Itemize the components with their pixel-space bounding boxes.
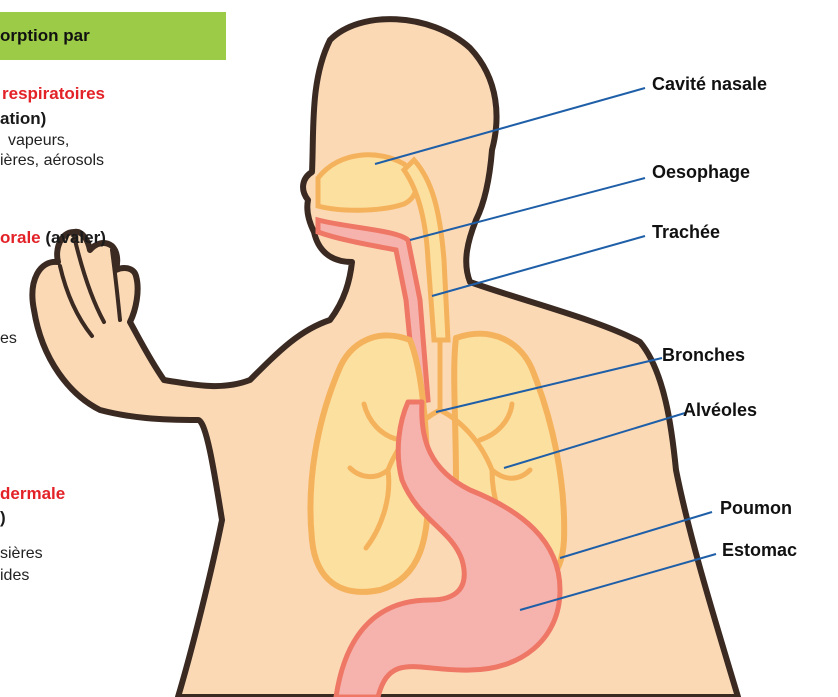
route-oral-title: orale (avaler) — [0, 228, 106, 248]
route-respiratory-title: respiratoires — [2, 84, 105, 104]
route-dermal-line-1: sières — [0, 545, 43, 563]
label-estomac: Estomac — [722, 540, 797, 561]
route-dermal-subtitle: ) — [0, 508, 6, 528]
route-oral-title-red: orale — [0, 228, 41, 247]
route-respiratory-subtitle: ation) — [0, 109, 46, 129]
route-respiratory-title-red: respiratoires — [2, 84, 105, 103]
label-alveoles: Alvéoles — [683, 400, 757, 421]
label-oesophage: Oesophage — [652, 162, 750, 183]
label-bronches: Bronches — [662, 345, 745, 366]
legend-header: orption par — [0, 12, 226, 60]
route-dermal-title: dermale — [0, 484, 65, 504]
route-dermal-title-red: dermale — [0, 484, 65, 503]
route-respiratory-line-1: vapeurs, — [8, 132, 69, 150]
route-dermal-line-2: ides — [0, 567, 29, 585]
legend-header-text: orption par — [0, 26, 90, 46]
route-oral-line-1: es — [0, 330, 17, 348]
label-cavite-nasale: Cavité nasale — [652, 74, 767, 95]
route-respiratory-line-2: ières, aérosols — [0, 152, 104, 170]
nasal-cavity — [318, 155, 416, 210]
label-poumon: Poumon — [720, 498, 792, 519]
label-trachee: Trachée — [652, 222, 720, 243]
route-oral-title-black: (avaler) — [45, 228, 105, 247]
